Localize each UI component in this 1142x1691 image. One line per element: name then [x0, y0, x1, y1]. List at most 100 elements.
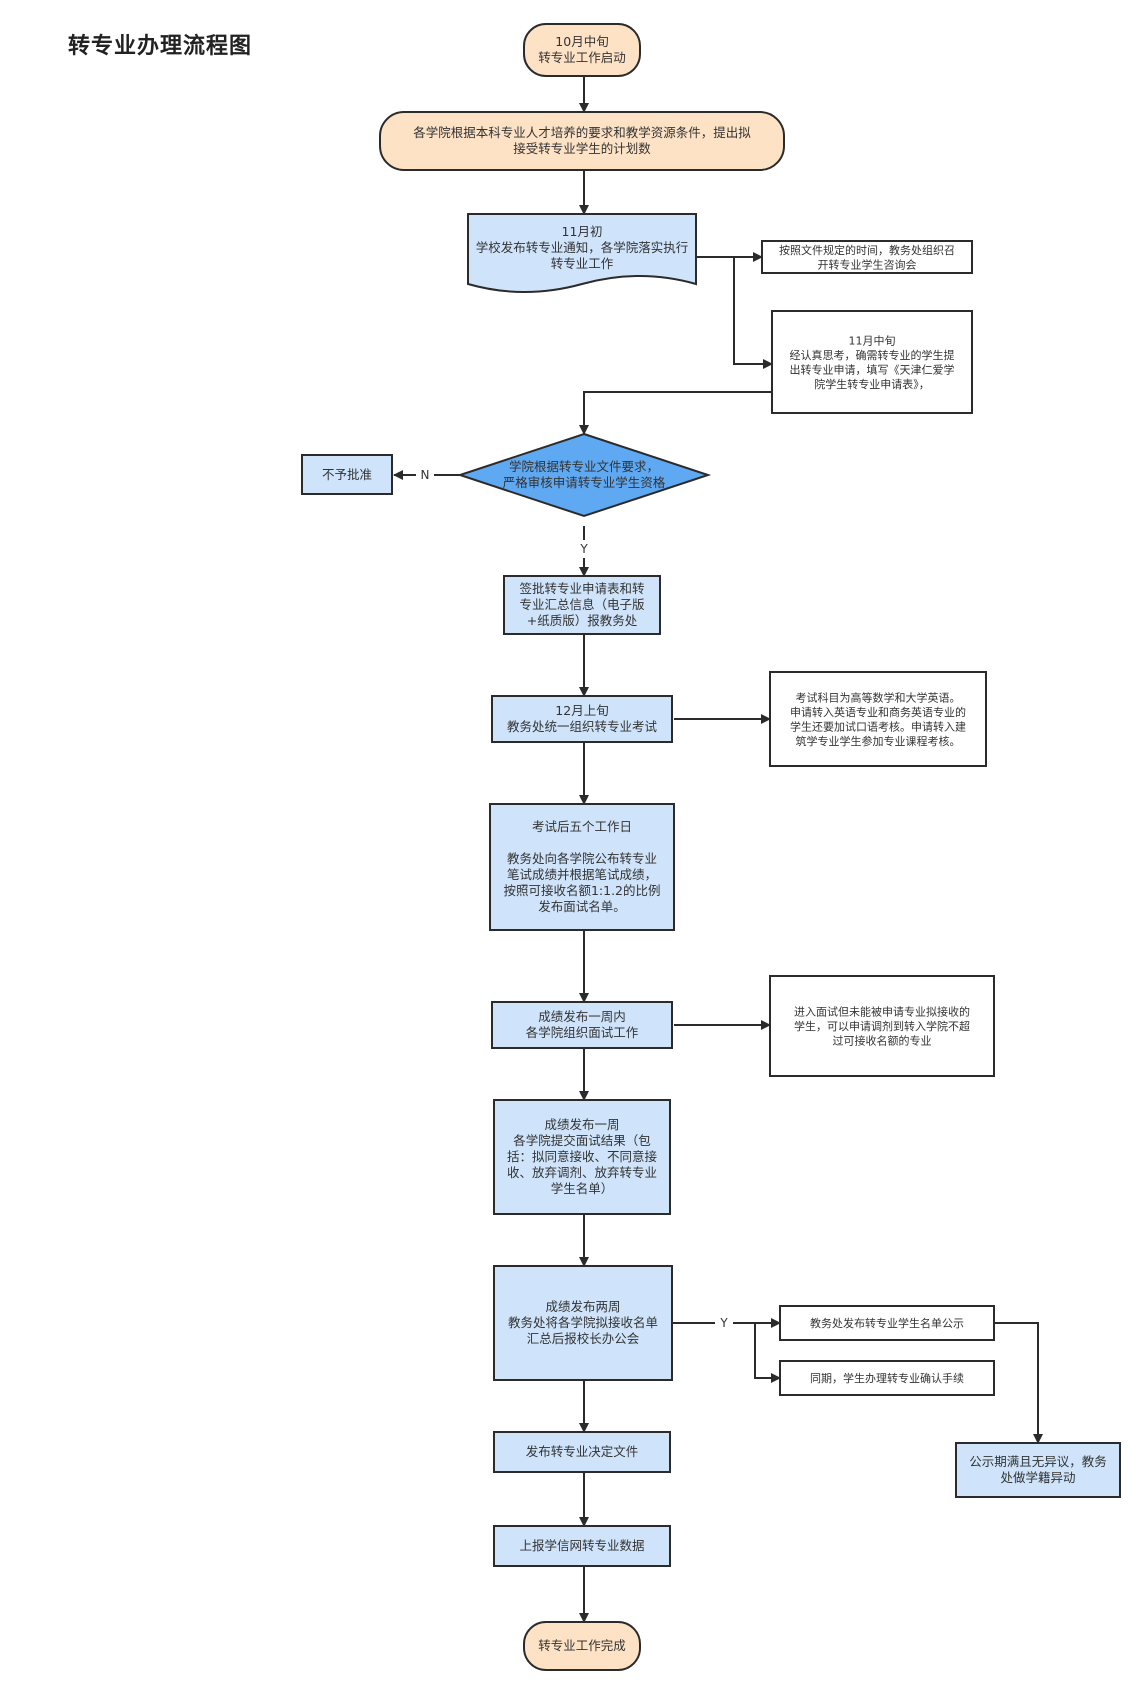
svg-text:成绩发布两周教务处将各学院拟接收名单汇总后报校长办公会: 成绩发布两周教务处将各学院拟接收名单汇总后报校长办公会 — [508, 1299, 658, 1346]
exam-note: 考试科目为高等数学和大学英语。申请转入英语专业和商务英语专业的学生还要加试口语考… — [769, 671, 987, 767]
node-text-line: 11月初 — [562, 224, 603, 239]
node-text-line: 申请转入英语专业和商务英语专业的 — [790, 705, 966, 719]
reject-step: 不予批准 — [301, 454, 393, 495]
node-text-line: 开转专业学生咨询会 — [818, 257, 917, 271]
node-text-line: 学院根据转专业文件要求， — [509, 459, 659, 474]
svg-text:考试科目为高等数学和大学英语。申请转入英语专业和商务英语专业: 考试科目为高等数学和大学英语。申请转入英语专业和商务英语专业的学生还要加试口语考… — [790, 690, 966, 748]
chsi-report-step: 上报学信网转专业数据 — [493, 1525, 671, 1567]
node-text-line: 教务处发布转专业学生名单公示 — [810, 1316, 964, 1330]
node-text-line: 处做学籍异动 — [1000, 1470, 1075, 1485]
svg-text:发布转专业决定文件: 发布转专业决定文件 — [526, 1444, 639, 1459]
svg-text:各学院根据本科专业人才培养的要求和教学资源条件，提出拟接受转: 各学院根据本科专业人才培养的要求和教学资源条件，提出拟接受转专业学生的计划数 — [413, 125, 751, 156]
svg-text:12月上旬教务处统一组织转专业考试: 12月上旬教务处统一组织转专业考试 — [507, 703, 658, 734]
plan-step: 各学院根据本科专业人才培养的要求和教学资源条件，提出拟接受转专业学生的计划数 — [379, 111, 785, 171]
node-text-line: 各学院组织面试工作 — [526, 1025, 639, 1040]
node-text-line: 10月中旬 — [555, 34, 608, 49]
svg-text:11月中旬经认真思考，确需转专业的学生提出转专业申请，填写《: 11月中旬经认真思考，确需转专业的学生提出转专业申请，填写《天津仁爱学院学生转专… — [790, 334, 955, 391]
svg-text:10月中旬转专业工作启动: 10月中旬转专业工作启动 — [538, 34, 626, 65]
end-terminal: 转专业工作完成 — [523, 1621, 641, 1671]
svg-text:成绩发布一周内各学院组织面试工作: 成绩发布一周内各学院组织面试工作 — [526, 1009, 639, 1040]
svg-text:公示期满且无异议，教务处做学籍异动: 公示期满且无异议，教务处做学籍异动 — [969, 1454, 1107, 1485]
node-text-line: 同期，学生办理转专业确认手续 — [810, 1371, 964, 1385]
node-text-line: 不予批准 — [322, 467, 372, 482]
node-text-line: 发布面试名单。 — [538, 899, 626, 914]
decision-document-step: 发布转专业决定文件 — [493, 1431, 671, 1473]
page-title: 转专业办理流程图 — [68, 34, 253, 59]
node-text-line: 成绩发布一周内 — [538, 1009, 626, 1024]
node-text-line: 严格审核申请转专业学生资格 — [503, 475, 666, 490]
node-text-line: 转专业工作完成 — [538, 1638, 626, 1653]
node-text-line: 过可接收名额的专业 — [833, 1034, 932, 1048]
exam-step: 12月上旬教务处统一组织转专业考试 — [491, 695, 673, 743]
node-text-line: 公示期满且无异议，教务 — [969, 1454, 1107, 1469]
node-text-line: 12月上旬 — [555, 703, 608, 718]
node-text-line: 11月中旬 — [849, 334, 896, 347]
node-text-line: 按照可接收名额1:1.2的比例 — [503, 883, 660, 898]
node-text-line: 各学院根据本科专业人才培养的要求和教学资源条件，提出拟 — [413, 125, 751, 140]
consult-note: 按照文件规定的时间，教务处组织召开转专业学生咨询会 — [761, 240, 973, 274]
svg-text:同期，学生办理转专业确认手续: 同期，学生办理转专业确认手续 — [810, 1371, 964, 1385]
node-text-line: 教务处向各学院公布转专业 — [507, 851, 657, 866]
report-step: 成绩发布两周教务处将各学院拟接收名单汇总后报校长办公会 — [493, 1265, 673, 1381]
node-text-line: 转专业工作启动 — [538, 50, 626, 65]
edge-apply-review — [579, 391, 772, 435]
svg-text:转专业工作完成: 转专业工作完成 — [538, 1638, 626, 1653]
node-text-line: 学生，可以申请调剂到转入学院不超 — [794, 1019, 970, 1033]
node-text-line: 各学院提交面试结果（包 — [513, 1133, 651, 1148]
node-text-line: 学生名单） — [551, 1181, 614, 1196]
node-text-line: 教务处统一组织转专业考试 — [507, 719, 658, 734]
status-change-step: 公示期满且无异议，教务处做学籍异动 — [955, 1442, 1121, 1498]
node-text-line: 筑学专业学生参加专业课程考核。 — [796, 734, 961, 748]
interview-step: 成绩发布一周内各学院组织面试工作 — [491, 1001, 673, 1049]
node-text-line: 成绩发布两周 — [545, 1299, 620, 1314]
node-text-line: +纸质版）报教务处 — [527, 613, 638, 628]
svg-text:进入面试但未能被申请专业拟接收的学生，可以申请调剂到转入学院: 进入面试但未能被申请专业拟接收的学生，可以申请调剂到转入学院不超过可接收名额的专… — [794, 1005, 970, 1048]
start-terminal: 10月中旬转专业工作启动 — [523, 23, 641, 77]
after-exam-step: 考试后五个工作日教务处向各学院公布转专业笔试成绩并根据笔试成绩，按照可接收名额1… — [489, 803, 675, 931]
node-text-line: 签批转专业申请表和转 — [519, 581, 644, 596]
svg-text:11月初学校发布转专业通知，各学院落实执行转专业工作: 11月初学校发布转专业通知，各学院落实执行转专业工作 — [476, 224, 689, 271]
node-text-line: 学校发布转专业通知，各学院落实执行 — [476, 240, 689, 255]
node-text-line: 按照文件规定的时间，教务处组织召 — [779, 243, 955, 257]
interview-note: 进入面试但未能被申请专业拟接收的学生，可以申请调剂到转入学院不超过可接收名额的专… — [769, 975, 995, 1077]
node-text-line: 上报学信网转专业数据 — [519, 1538, 644, 1553]
edge-notice-apply — [733, 257, 773, 369]
edge-report-confirm — [754, 1323, 781, 1383]
svg-text:成绩发布一周各学院提交面试结果（包括：拟同意接收、不同意接收: 成绩发布一周各学院提交面试结果（包括：拟同意接收、不同意接收、放弃调剂、放弃转专… — [507, 1117, 658, 1196]
node-text-line: 发布转专业决定文件 — [526, 1444, 639, 1459]
svg-text:签批转专业申请表和转专业汇总信息（电子版+纸质版）报教务处: 签批转专业申请表和转专业汇总信息（电子版+纸质版）报教务处 — [519, 581, 645, 628]
svg-text:考试后五个工作日教务处向各学院公布转专业笔试成绩并根据笔试成: 考试后五个工作日教务处向各学院公布转专业笔试成绩并根据笔试成绩，按照可接收名额1… — [503, 819, 660, 914]
apply-note: 11月中旬经认真思考，确需转专业的学生提出转专业申请，填写《天津仁爱学院学生转专… — [771, 310, 973, 414]
notice-document: 11月初学校发布转专业通知，各学院落实执行转专业工作 — [467, 213, 697, 293]
edge-publicize-status — [994, 1322, 1043, 1444]
sign-step: 签批转专业申请表和转专业汇总信息（电子版+纸质版）报教务处 — [503, 575, 661, 635]
node-text-line: 收、放弃调剂、放弃转专业 — [507, 1165, 657, 1180]
edge-label-yes-2: Y — [719, 1316, 728, 1330]
node-text-line: 经认真思考，确需转专业的学生提 — [790, 348, 955, 362]
node-text-line: 教务处将各学院拟接收名单 — [508, 1315, 658, 1330]
publicize-step: 教务处发布转专业学生名单公示 — [779, 1305, 995, 1341]
svg-text:教务处发布转专业学生名单公示: 教务处发布转专业学生名单公示 — [810, 1316, 964, 1330]
node-text-line: 转专业工作 — [551, 256, 614, 271]
node-text-line: 考试后五个工作日 — [532, 819, 632, 834]
submit-step: 成绩发布一周各学院提交面试结果（包括：拟同意接收、不同意接收、放弃调剂、放弃转专… — [493, 1099, 671, 1215]
svg-text:按照文件规定的时间，教务处组织召开转专业学生咨询会: 按照文件规定的时间，教务处组织召开转专业学生咨询会 — [779, 243, 955, 272]
edge-label-no: N — [421, 468, 430, 482]
node-text-line: 出转专业申请，填写《天津仁爱学 — [790, 362, 955, 376]
node-text-line: 汇总后报校长办公会 — [527, 1331, 640, 1346]
svg-text:不予批准: 不予批准 — [322, 467, 372, 482]
node-text-line: 接受转专业学生的计划数 — [513, 141, 651, 156]
node-text-line: 笔试成绩并根据笔试成绩， — [507, 867, 657, 882]
node-text-line: 考试科目为高等数学和大学英语。 — [796, 690, 961, 704]
svg-text:上报学信网转专业数据: 上报学信网转专业数据 — [519, 1538, 644, 1553]
confirm-step: 同期，学生办理转专业确认手续 — [779, 1360, 995, 1396]
node-text-line: 成绩发布一周 — [544, 1117, 619, 1132]
svg-text:学院根据转专业文件要求，严格审核申请转专业学生资格: 学院根据转专业文件要求，严格审核申请转专业学生资格 — [503, 459, 666, 490]
node-text-line: 专业汇总信息（电子版 — [519, 597, 645, 612]
node-text-line: 进入面试但未能被申请专业拟接收的 — [794, 1005, 970, 1019]
node-text-line: 学生还要加试口语考核。申请转入建 — [790, 719, 966, 733]
node-text-line: 院学生转专业申请表》， — [814, 377, 930, 391]
review-decision: 学院根据转专业文件要求，严格审核申请转专业学生资格 — [456, 432, 712, 518]
edge-label-yes: Y — [579, 542, 588, 556]
